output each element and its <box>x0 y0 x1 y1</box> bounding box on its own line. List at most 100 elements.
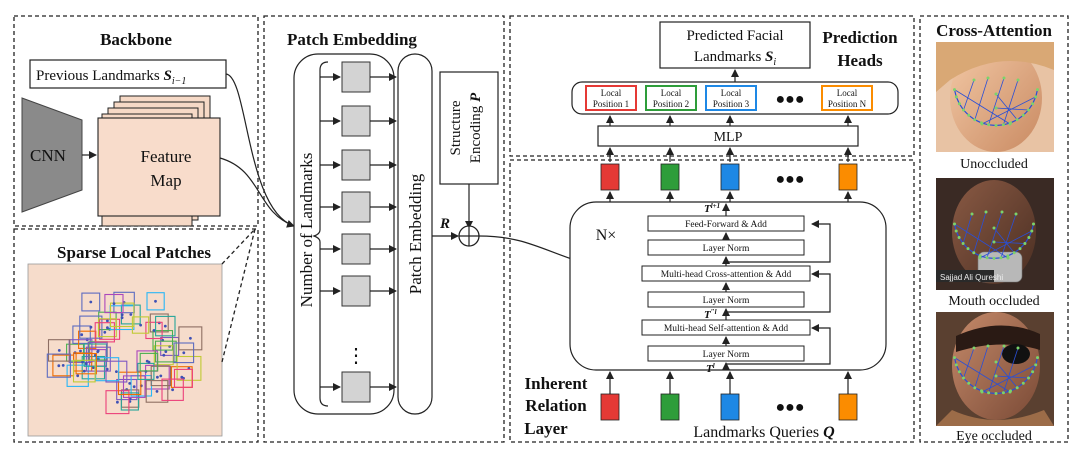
output-token <box>600 163 620 191</box>
patch-center-dot <box>103 330 107 334</box>
landmark-dot <box>984 210 988 214</box>
patch-center-dot <box>154 299 157 303</box>
local-patch <box>72 359 96 383</box>
landmark-dot <box>1036 356 1039 360</box>
landmark-dot <box>986 76 990 80</box>
local-patch <box>104 293 124 314</box>
query-token <box>720 393 740 421</box>
landmark-dot <box>1014 212 1018 216</box>
local-position-box <box>821 85 873 111</box>
landmark-dot <box>1002 344 1006 348</box>
patch-center-dot <box>84 362 88 366</box>
patch-center-dot <box>106 319 109 323</box>
sparse-patches-title: Sparse Local Patches <box>57 243 211 262</box>
attention-link <box>1003 79 1019 125</box>
landmark-dot <box>1021 381 1025 385</box>
patch-center-dot <box>189 336 192 340</box>
patch-embedding-title: Patch Embedding <box>287 30 417 49</box>
backbone-title: Backbone <box>100 30 172 49</box>
structure-encoding-line1: Structure <box>448 100 464 155</box>
patch-squares-group <box>341 61 371 403</box>
landmark-dot <box>994 92 998 96</box>
structure-encoding-box <box>439 71 499 185</box>
patch-center-dot <box>57 364 61 368</box>
landmark-dot <box>987 123 991 127</box>
patch-center-dot <box>96 350 100 354</box>
output-token <box>838 163 858 191</box>
landmark-dot <box>973 118 977 122</box>
landmark-patch-square <box>341 233 371 265</box>
attention-link <box>1003 347 1019 393</box>
patch-center-dot <box>81 360 84 364</box>
landmark-dot <box>1015 386 1019 390</box>
feature-map-stack <box>97 95 221 227</box>
patch-center-dot <box>129 313 133 316</box>
landmark-dot <box>1027 108 1030 112</box>
attention-link <box>993 227 1015 254</box>
patch-arrows-group <box>320 73 397 391</box>
landmark-queries-label: Landmarks Queries Q <box>693 424 835 441</box>
zoom-line-top <box>221 228 256 265</box>
landmark-dot <box>966 247 970 251</box>
local-position-box <box>705 85 757 111</box>
transformer-layer-label: Layer Norm <box>703 296 750 306</box>
landmark-patch-square <box>341 105 371 137</box>
local-patch <box>75 352 97 375</box>
landmarks-brace <box>312 61 329 407</box>
attention-link <box>954 89 1011 125</box>
transformer-layer-label: Multi-head Cross-attention & Add <box>661 270 792 280</box>
feature-map-label-line1: Feature <box>141 147 192 166</box>
patch-center-dot <box>156 375 159 379</box>
landmark-dot <box>953 356 956 360</box>
landmark-dot <box>1009 121 1012 125</box>
attention-link <box>974 345 989 388</box>
landmark-dot <box>1023 242 1027 245</box>
patch-center-dot <box>116 400 119 404</box>
local-position-box <box>645 85 697 111</box>
landmark-dot <box>954 363 958 367</box>
local-patch <box>72 325 91 344</box>
patch-center-dot <box>79 349 82 353</box>
landmark-dot <box>957 236 961 239</box>
landmark-dot <box>954 95 958 99</box>
output-token <box>660 163 680 191</box>
patch-center-dot <box>106 326 109 330</box>
landmark-dot <box>1030 229 1034 233</box>
local-position-label-line2: Position N <box>828 99 867 109</box>
landmark-dot <box>957 370 961 374</box>
landmark-dot <box>1001 123 1005 127</box>
previous-landmarks-box <box>29 59 227 89</box>
repeat-n-label: N× <box>596 227 617 244</box>
patch-center-dot <box>139 323 143 327</box>
landmark-dot <box>1006 254 1010 258</box>
attention-link <box>962 213 973 244</box>
inherent-title-line2: Relation <box>525 396 587 415</box>
patch-center-dot <box>112 302 116 305</box>
attention-link <box>963 347 975 379</box>
feature-map-label-line2: Map <box>150 171 181 190</box>
cross-attention-title: Cross-Attention <box>936 21 1052 40</box>
landmark-dot <box>985 256 989 260</box>
landmark-dot <box>1034 363 1038 367</box>
landmark-dot <box>1036 88 1039 92</box>
patch-center-dot <box>152 329 156 332</box>
previous-landmarks-label: Previous Landmarks Si−1 <box>36 68 186 87</box>
local-patch <box>46 353 71 378</box>
landmark-dot <box>1000 210 1004 214</box>
local-patch <box>94 322 115 343</box>
output-tokens-ellipsis: ●●● <box>776 171 805 188</box>
sparse-patches-frame <box>13 228 259 443</box>
mlp-label: MLP <box>714 130 743 145</box>
inherent-title-line1: Inherent <box>525 374 588 393</box>
landmark-dot <box>994 124 998 127</box>
local-patch <box>152 330 174 351</box>
patch-center-dot <box>91 366 95 369</box>
patch-center-dot <box>89 325 93 329</box>
residual-connection <box>726 270 831 313</box>
landmark-dot <box>980 121 983 125</box>
patch-center-dot <box>132 385 136 389</box>
attention-link <box>963 79 975 111</box>
query-tokens-ellipsis: ●●● <box>776 399 805 416</box>
